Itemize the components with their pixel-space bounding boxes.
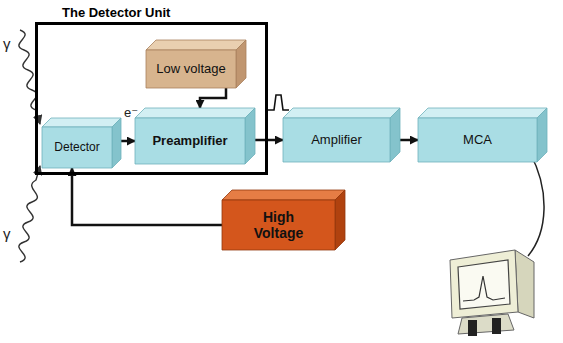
box-label: Detector bbox=[54, 141, 99, 155]
cuboid-front bbox=[135, 118, 245, 164]
cuboid-side bbox=[112, 118, 121, 168]
computer-monitor bbox=[450, 250, 534, 336]
cuboid-top bbox=[146, 40, 246, 50]
box-label: Preamplifier bbox=[152, 134, 227, 149]
box-face: High Voltage bbox=[222, 200, 335, 250]
cuboid-side bbox=[236, 40, 246, 88]
mca-box: MCA bbox=[418, 108, 547, 162]
box-label: High Voltage bbox=[243, 209, 315, 241]
signal-arrow bbox=[200, 88, 226, 108]
signal-arrow bbox=[72, 168, 222, 225]
electron-symbol: e⁻ bbox=[124, 106, 138, 120]
box-face: MCA bbox=[418, 118, 537, 162]
monitor-body bbox=[450, 250, 518, 318]
cuboid-top bbox=[418, 108, 547, 118]
cuboid-top bbox=[283, 108, 400, 118]
monitor-screen bbox=[458, 260, 510, 309]
box-label: MCA bbox=[463, 133, 492, 148]
spectrum-peak bbox=[463, 276, 505, 301]
cuboid-side bbox=[537, 108, 547, 162]
box-face: Preamplifier bbox=[135, 118, 245, 164]
monitor-foot bbox=[468, 320, 477, 336]
amplifier-box: Amplifier bbox=[283, 108, 400, 162]
cuboid-side bbox=[390, 108, 400, 162]
box-face: Detector bbox=[42, 127, 112, 168]
cuboid-front bbox=[418, 118, 537, 162]
cuboid-top bbox=[42, 118, 121, 127]
detector-unit-frame: The Detector UnitLow voltageDetectorPrea… bbox=[35, 22, 268, 175]
box-face: Amplifier bbox=[283, 118, 390, 162]
gamma-symbol: γ bbox=[3, 36, 11, 53]
detector-box: Detector bbox=[42, 118, 121, 168]
cuboid-top bbox=[135, 108, 255, 118]
gamma-ray-wave bbox=[19, 166, 40, 262]
unit-heading: The Detector Unit bbox=[62, 5, 170, 20]
gamma-symbol: γ bbox=[3, 226, 11, 243]
cuboid-side bbox=[335, 190, 345, 250]
preamplifier-box: Preamplifier bbox=[135, 108, 255, 164]
monitor-base bbox=[458, 314, 514, 334]
signal-arrow bbox=[400, 139, 418, 142]
cuboid-front bbox=[42, 127, 112, 168]
mca-cable bbox=[528, 153, 544, 256]
low-voltage-supply: Low voltage bbox=[146, 40, 246, 88]
box-label: Low voltage bbox=[156, 62, 225, 77]
high-voltage-supply: High Voltage bbox=[222, 190, 345, 250]
cuboid-top bbox=[222, 190, 345, 200]
cuboid-front bbox=[146, 50, 236, 88]
box-face: Low voltage bbox=[146, 50, 236, 88]
signal-arrow bbox=[255, 139, 283, 142]
signal-arrow bbox=[121, 140, 135, 143]
cuboid-side bbox=[245, 108, 255, 164]
box-label: Amplifier bbox=[311, 133, 362, 148]
cuboid-front bbox=[283, 118, 390, 162]
pulse-symbol bbox=[268, 95, 289, 110]
cuboid-front bbox=[222, 200, 335, 250]
monitor-foot bbox=[492, 318, 501, 334]
